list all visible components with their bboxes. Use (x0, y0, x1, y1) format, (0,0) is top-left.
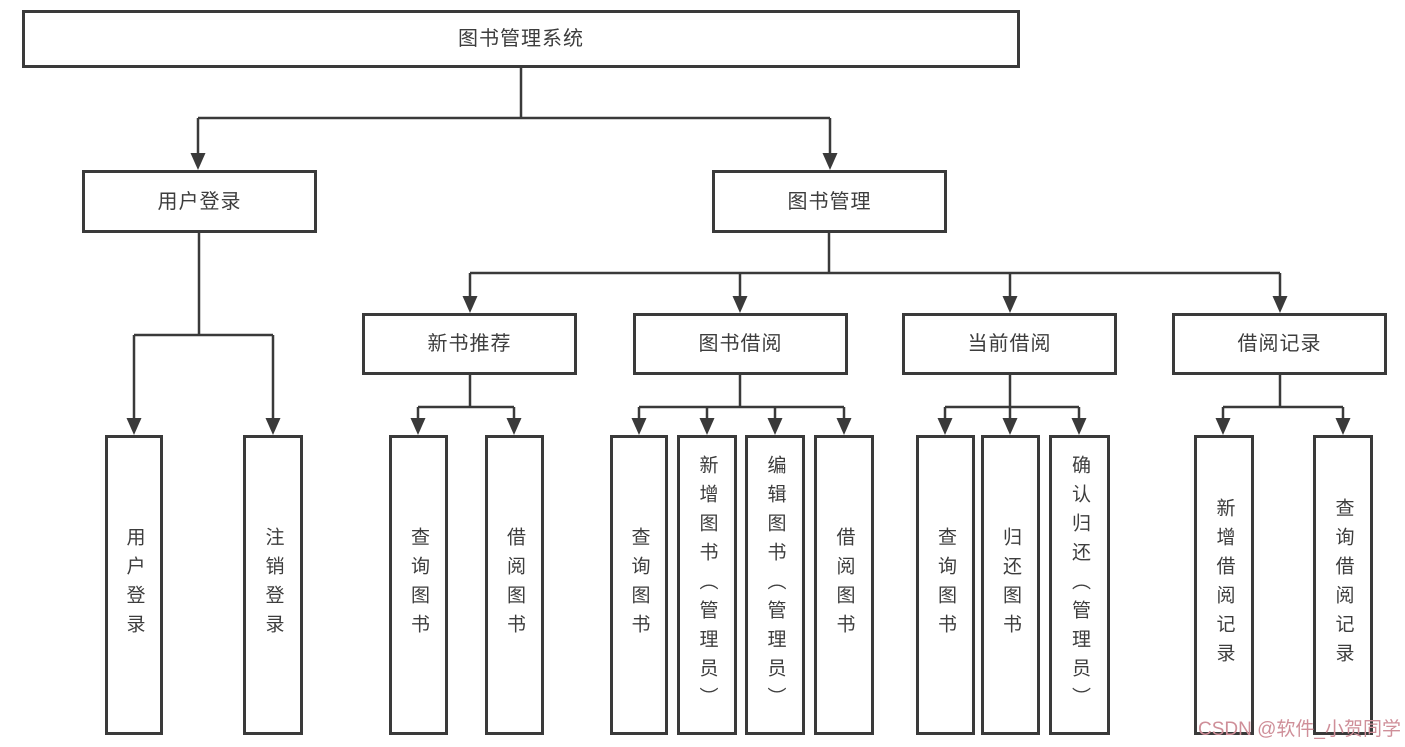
leaf-query-borrow-record-label: 查询借阅记录 (1332, 498, 1354, 672)
leaf-query-book-3: 查询图书 (916, 435, 975, 735)
leaf-logout: 注销登录 (243, 435, 303, 735)
csdn-watermark: CSDN @软件_小贺同学 (1198, 719, 1401, 740)
leaf-confirm-return-admin-label: 确认归还（管理员） (1069, 454, 1090, 716)
leaf-query-book-2-label: 查询图书 (628, 527, 650, 643)
leaf-borrow-book-1-label: 借阅图书 (504, 527, 525, 643)
node-current-borrow: 当前借阅 (902, 313, 1117, 375)
leaf-add-book-admin: 新增图书（管理员） (677, 435, 737, 735)
node-new-book-recommend-label: 新书推荐 (427, 333, 512, 355)
leaf-user-login: 用户登录 (105, 435, 163, 735)
node-borrow-record: 借阅记录 (1172, 313, 1387, 375)
node-current-borrow-label: 当前借阅 (967, 333, 1052, 355)
node-root: 图书管理系统 (22, 10, 1020, 68)
leaf-query-borrow-record: 查询借阅记录 (1313, 435, 1373, 735)
leaf-borrow-book-2: 借阅图书 (814, 435, 874, 735)
leaf-query-book-1: 查询图书 (389, 435, 448, 735)
leaf-edit-book-admin-label: 编辑图书（管理员） (764, 454, 786, 716)
leaf-return-book-label: 归还图书 (1000, 527, 1021, 643)
node-root-label: 图书管理系统 (458, 28, 584, 50)
leaf-query-book-1-label: 查询图书 (408, 527, 429, 643)
leaf-borrow-book-2-label: 借阅图书 (833, 527, 855, 643)
node-book-borrow-label: 图书借阅 (698, 333, 783, 355)
leaf-logout-label: 注销登录 (262, 527, 284, 643)
leaf-borrow-book-1: 借阅图书 (485, 435, 544, 735)
leaf-return-book: 归还图书 (981, 435, 1040, 735)
leaf-add-borrow-record: 新增借阅记录 (1194, 435, 1254, 735)
leaf-add-book-admin-label: 新增图书（管理员） (696, 454, 718, 716)
leaf-add-borrow-record-label: 新增借阅记录 (1213, 498, 1235, 672)
node-book-management-label: 图书管理 (787, 190, 872, 213)
node-new-book-recommend: 新书推荐 (362, 313, 577, 375)
node-user-login: 用户登录 (82, 170, 317, 233)
leaf-confirm-return-admin: 确认归还（管理员） (1049, 435, 1110, 735)
leaf-query-book-3-label: 查询图书 (935, 527, 956, 643)
node-book-borrow: 图书借阅 (633, 313, 848, 375)
node-borrow-record-label: 借阅记录 (1237, 333, 1322, 355)
leaf-query-book-2: 查询图书 (610, 435, 668, 735)
node-user-login-label: 用户登录 (157, 190, 242, 213)
node-book-management: 图书管理 (712, 170, 947, 233)
leaf-user-login-label: 用户登录 (123, 527, 145, 643)
leaf-edit-book-admin: 编辑图书（管理员） (745, 435, 805, 735)
